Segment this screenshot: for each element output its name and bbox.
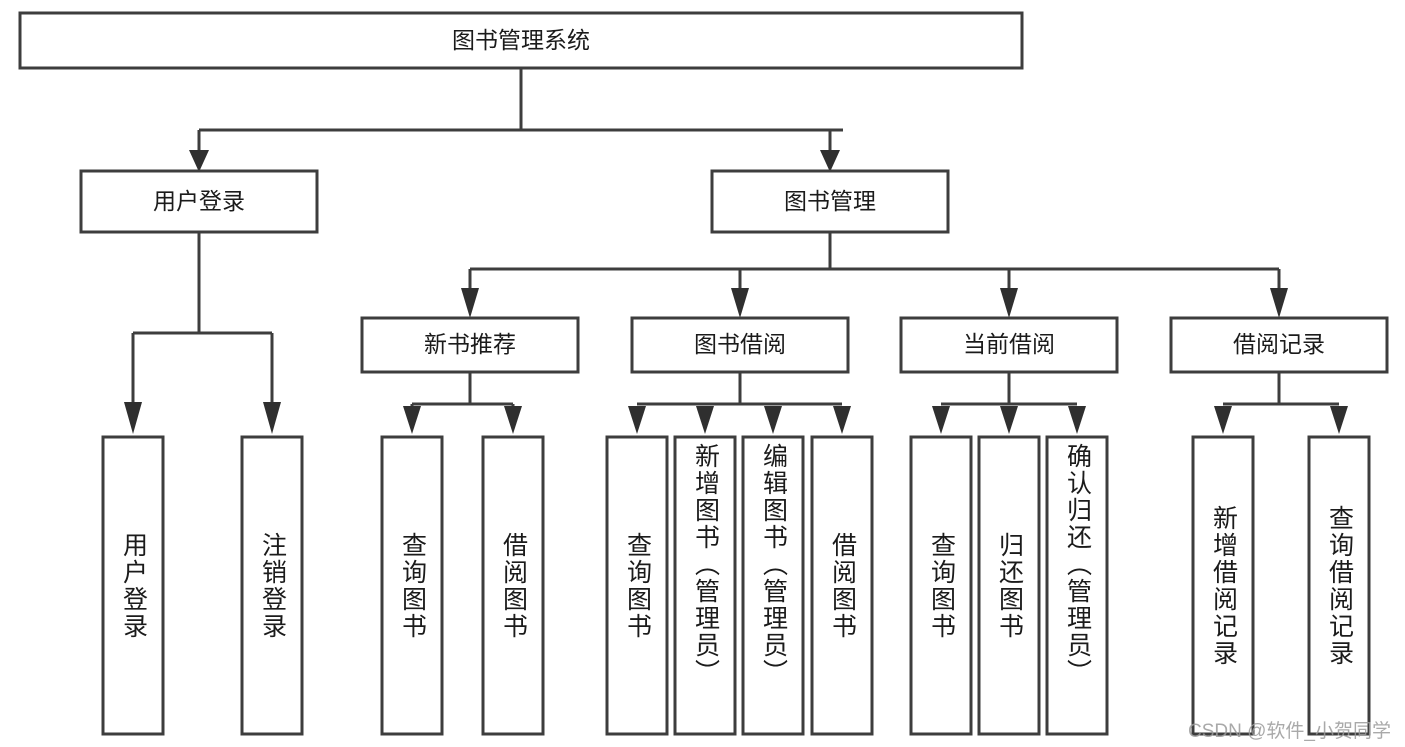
connector-group-borrowrecord-to-leaves xyxy=(1214,372,1348,434)
node-book-management-label: 图书管理 xyxy=(784,188,876,214)
arrow-leaf-add-record-icon xyxy=(1214,406,1232,434)
leaf-confirm-return-box[interactable] xyxy=(1045,435,1109,736)
arrow-to-user-login-icon xyxy=(189,150,209,172)
arrow-leaf-user-login-icon xyxy=(124,402,142,434)
node-root-box[interactable] xyxy=(18,11,1024,70)
node-new-book-recommend-label: 新书推荐 xyxy=(424,331,516,357)
leaf-query-book-1-box[interactable] xyxy=(380,435,444,736)
connector-group-root-to-level2 xyxy=(189,68,843,172)
node-current-borrow-label: 当前借阅 xyxy=(963,331,1055,357)
arrow-to-borrow-record-icon xyxy=(1270,288,1288,318)
leaf-logout-login-box[interactable] xyxy=(240,435,304,736)
node-user-login-box[interactable] xyxy=(79,169,319,234)
node-root[interactable]: 图书管理系统 xyxy=(18,11,1024,70)
node-new-book-recommend[interactable]: 新书推荐 xyxy=(360,316,580,374)
arrow-leaf-query-book-3-icon xyxy=(932,406,950,434)
node-book-management[interactable]: 图书管理 xyxy=(710,169,950,234)
node-user-login-label: 用户登录 xyxy=(153,188,245,214)
leaf-borrow-book-1-box[interactable] xyxy=(481,435,545,736)
node-book-borrow-box[interactable] xyxy=(630,316,850,374)
leaf-query-book-3-box[interactable] xyxy=(909,435,973,736)
arrow-leaf-add-book-icon xyxy=(696,406,714,434)
node-book-management-box[interactable] xyxy=(710,169,950,234)
node-new-book-recommend-box[interactable] xyxy=(360,316,580,374)
arrow-to-book-borrow-icon xyxy=(731,288,749,318)
arrow-leaf-confirm-return-icon xyxy=(1068,406,1086,434)
node-borrow-record[interactable]: 借阅记录 xyxy=(1169,316,1389,374)
node-borrow-record-label: 借阅记录 xyxy=(1233,331,1325,357)
arrow-leaf-logout-login-icon xyxy=(263,402,281,434)
node-root-label: 图书管理系统 xyxy=(452,27,590,53)
node-book-borrow[interactable]: 图书借阅 xyxy=(630,316,850,374)
leaf-query-record-box[interactable] xyxy=(1307,435,1371,736)
connector-group-userlogin-to-leaves xyxy=(124,232,281,434)
leaf-edit-book-box[interactable] xyxy=(741,435,805,736)
leaf-add-book-box[interactable] xyxy=(673,435,737,736)
leaf-query-book-2-box[interactable] xyxy=(605,435,669,736)
leaf-add-record-box[interactable] xyxy=(1191,435,1255,736)
arrow-leaf-borrow-book-1-icon xyxy=(504,406,522,434)
arrow-leaf-return-book-icon xyxy=(1000,406,1018,434)
connector-group-currentborrow-to-leaves xyxy=(932,372,1086,434)
arrow-leaf-query-record-icon xyxy=(1330,406,1348,434)
leaf-borrow-book-2-box[interactable] xyxy=(810,435,874,736)
connector-group-newbook-to-leaves xyxy=(403,372,522,434)
arrow-to-current-borrow-icon xyxy=(1000,288,1018,318)
arrow-leaf-edit-book-icon xyxy=(764,406,782,434)
arrow-to-book-management-icon xyxy=(820,150,840,172)
leaf-return-book-box[interactable] xyxy=(977,435,1041,736)
node-current-borrow-box[interactable] xyxy=(899,316,1119,374)
connector-group-bookborrow-to-leaves xyxy=(628,372,851,434)
arrow-leaf-query-book-2-icon xyxy=(628,406,646,434)
connector-group-bookmgmt-to-level3 xyxy=(461,232,1288,318)
node-borrow-record-box[interactable] xyxy=(1169,316,1389,374)
node-current-borrow[interactable]: 当前借阅 xyxy=(899,316,1119,374)
arrow-leaf-borrow-book-2-icon xyxy=(833,406,851,434)
node-user-login[interactable]: 用户登录 xyxy=(79,169,319,234)
leaf-user-login-box[interactable] xyxy=(101,435,165,736)
node-book-borrow-label: 图书借阅 xyxy=(694,331,786,357)
arrow-to-new-book-recommend-icon xyxy=(461,288,479,318)
arrow-leaf-query-book-1-icon xyxy=(403,406,421,434)
leaf-boxes-group xyxy=(101,435,1371,736)
